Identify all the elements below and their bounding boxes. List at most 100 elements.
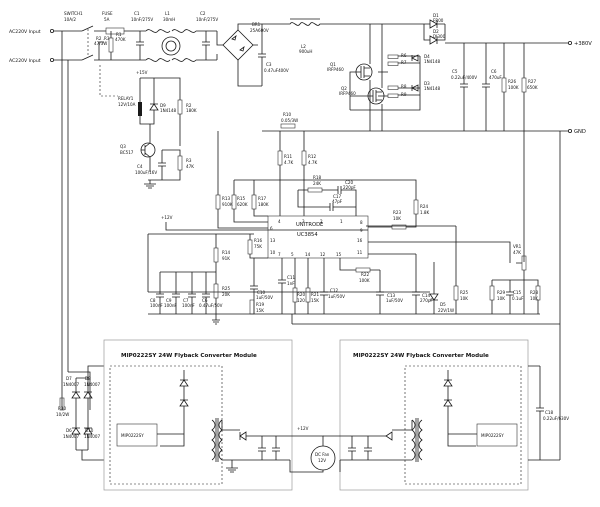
ac-input-top-label: AC220V Input — [9, 29, 41, 35]
switch-symbol — [81, 25, 94, 61]
r19-value: 15K — [256, 308, 264, 313]
r17-ref: R17 — [258, 196, 266, 201]
ic-pin-right-1: 8 — [360, 220, 363, 225]
q1-ref: Q1 — [330, 62, 336, 67]
r21-symbol — [305, 287, 311, 303]
r11-value: 4.7K — [284, 160, 294, 165]
c9-ref: C9 — [166, 298, 172, 303]
r25-ref: R25 — [222, 286, 230, 291]
c6-value: 470uF — [489, 75, 502, 80]
r15-symbol — [231, 194, 237, 210]
r-relay-ref: R2 — [186, 103, 192, 108]
fuse-ref: FUSE — [102, 11, 113, 16]
fan-label: DC Fan — [315, 452, 330, 457]
l2-ref: L2 — [301, 44, 306, 49]
r3-ref: R3 — [186, 158, 192, 163]
r29-ref: R29 — [497, 290, 505, 295]
module-left-output-diode — [239, 431, 247, 441]
module-left-frame — [103, 339, 293, 491]
switch-value: 10A/2 — [64, 17, 76, 22]
r7-symbol — [387, 61, 399, 66]
c10-value: 1uF/50V — [256, 295, 273, 300]
module-left-transformer — [211, 418, 223, 462]
c10-symbol — [250, 258, 258, 314]
c6-symbol — [482, 43, 490, 131]
c20-symbol — [337, 186, 342, 194]
module-left-inner — [109, 365, 223, 485]
r23-value: 47/3W — [94, 41, 107, 46]
q1-value: IRFP460 — [327, 67, 344, 72]
d2-symbol — [423, 24, 446, 45]
br-ref: BR1 — [252, 22, 261, 27]
fuse-value: 5A — [104, 17, 110, 22]
q2-ref: Q2 — [341, 86, 347, 91]
ic-pin-bottom-4: 12 — [320, 252, 326, 257]
aux-bridge-diodes — [71, 391, 93, 435]
module-left-title: MIP0222SY 24W Flyback Converter Module — [121, 353, 257, 359]
r24-symbol — [413, 199, 419, 215]
ic-pin-top-3: 2 — [320, 219, 323, 224]
r28-ref: R28 — [530, 290, 538, 295]
c3-ref: C3 — [266, 62, 272, 67]
r14-symbol — [213, 247, 219, 263]
c13-ref: C13 — [387, 293, 395, 298]
ic-pin-top-1: 4 — [278, 219, 281, 224]
module-right-ic — [476, 423, 518, 447]
r17-symbol — [251, 194, 257, 210]
r11-symbol — [277, 150, 283, 166]
c4-symbol — [158, 150, 166, 180]
r28-value: 10K — [530, 296, 538, 301]
r11-ref: R11 — [284, 154, 292, 159]
c1-ref: C1 — [134, 11, 140, 16]
r10-ref: R10 — [283, 112, 291, 117]
r20-value: 120 — [297, 298, 305, 303]
c8-ref: C8 — [150, 298, 156, 303]
module-left-ic — [116, 423, 158, 447]
r3-symbol — [177, 155, 183, 171]
module-right-ic-label: MIP0222SY — [481, 433, 504, 438]
c17-value: 47pF — [332, 199, 343, 204]
r12-symbol — [301, 150, 307, 166]
c11-value: 1nF — [287, 281, 295, 286]
c1-symbol — [136, 31, 144, 60]
d10-value: 1N4007 — [84, 434, 100, 439]
ic-pin-left-3: 10 — [270, 250, 276, 255]
c18-value: 0.22uF/630V — [543, 416, 569, 421]
ic-pin-bottom-5: 15 — [336, 252, 342, 257]
r29-symbol — [489, 285, 495, 301]
d2-ref: D2 — [433, 29, 439, 34]
d2-value: DI300 — [433, 34, 446, 39]
r30-value: 10/2W — [56, 412, 69, 417]
d3-value: 1N4148 — [424, 86, 440, 91]
d1-symbol — [424, 19, 445, 29]
c6b-ref: C6 — [202, 298, 208, 303]
c11-symbol — [278, 258, 286, 314]
d4-ref: D4 — [424, 54, 430, 59]
l2-value: 900uH — [299, 49, 313, 54]
c8-value: 100nF — [150, 303, 163, 308]
c4-value: 100uF/16V — [135, 170, 157, 175]
c15-symbol — [506, 280, 514, 314]
d4-value: 1N4148 — [424, 59, 440, 64]
switch-ref: SWITCH1 — [64, 11, 83, 16]
d1-value: FR00 — [433, 18, 444, 23]
vr1-value: 47K — [513, 250, 521, 255]
c7-symbol — [188, 272, 196, 314]
r30-ref: R30 — [58, 406, 66, 411]
q2-value: IRFP460 — [339, 91, 356, 96]
d9-value: 1N4148 — [160, 108, 176, 113]
c6b-value: 0.47uF/50V — [199, 303, 223, 308]
r25b-symbol — [453, 285, 459, 301]
d5-value: 22V/1W — [438, 308, 454, 313]
r24-ref: R24 — [420, 204, 428, 209]
r26-value: 100K — [508, 85, 519, 90]
r9-symbol — [387, 93, 399, 98]
q3-ref: Q3 — [120, 144, 126, 149]
r27-symbol — [521, 77, 527, 93]
d6-ref: D6 — [66, 428, 72, 433]
d8-value: 1N4007 — [84, 382, 100, 387]
r18-ref: R18 — [313, 175, 321, 180]
c9-value: 100nF — [164, 303, 177, 308]
module-right-transformer — [411, 418, 423, 462]
r14-value: 91K — [222, 256, 230, 261]
